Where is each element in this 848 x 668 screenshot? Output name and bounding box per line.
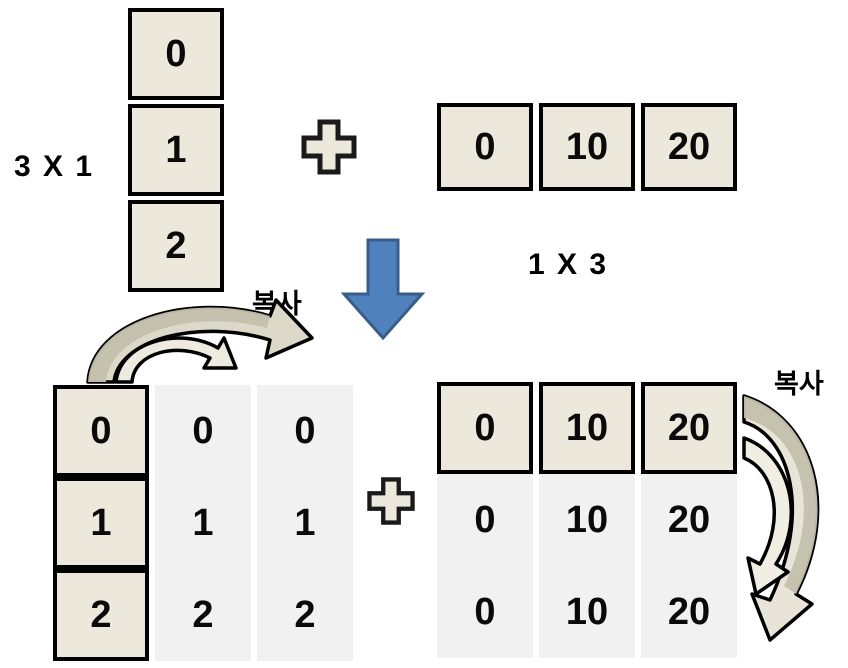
top-right-cell-0: 0 bbox=[437, 103, 533, 191]
bottom-right-cell-r0c1: 10 bbox=[539, 382, 635, 474]
bottom-left-cell-r2c2: 2 bbox=[257, 569, 353, 661]
down-arrow-icon bbox=[340, 238, 426, 342]
bottom-right-cell-r2c2: 20 bbox=[641, 566, 737, 658]
bottom-left-cell-r2c0: 2 bbox=[53, 569, 149, 661]
bottom-left-cell-r0c0: 0 bbox=[53, 385, 149, 477]
top-left-cell-1: 1 bbox=[128, 104, 224, 196]
plus-icon-top bbox=[300, 118, 358, 176]
bottom-left-cell-r1c1: 1 bbox=[155, 477, 251, 569]
shape-label-right: 1 X 3 bbox=[528, 248, 609, 281]
copy-arrows-left bbox=[70, 290, 330, 390]
shape-label-left: 3 X 1 bbox=[14, 150, 95, 183]
bottom-left-cell-r0c1: 0 bbox=[155, 385, 251, 477]
bottom-right-cell-r0c0: 0 bbox=[437, 382, 533, 474]
bottom-right-cell-r1c0: 0 bbox=[437, 474, 533, 566]
bottom-left-cell-r1c0: 1 bbox=[53, 477, 149, 569]
bottom-right-cell-r2c1: 10 bbox=[539, 566, 635, 658]
top-right-cell-1: 10 bbox=[539, 103, 635, 191]
plus-icon-bottom bbox=[366, 476, 416, 526]
bottom-left-cell-r0c2: 0 bbox=[257, 385, 353, 477]
bottom-right-cell-r1c2: 20 bbox=[641, 474, 737, 566]
bottom-left-cell-r2c1: 2 bbox=[155, 569, 251, 661]
bottom-left-cell-r1c2: 1 bbox=[257, 477, 353, 569]
top-left-cell-2: 2 bbox=[128, 200, 224, 292]
top-right-cell-2: 20 bbox=[641, 103, 737, 191]
copy-arrows-right bbox=[728, 388, 844, 644]
bottom-right-cell-r0c2: 20 bbox=[641, 382, 737, 474]
bottom-right-cell-r2c0: 0 bbox=[437, 566, 533, 658]
bottom-right-cell-r1c1: 10 bbox=[539, 474, 635, 566]
copy-label-right: 복사 bbox=[774, 369, 824, 399]
top-left-cell-0: 0 bbox=[128, 8, 224, 100]
